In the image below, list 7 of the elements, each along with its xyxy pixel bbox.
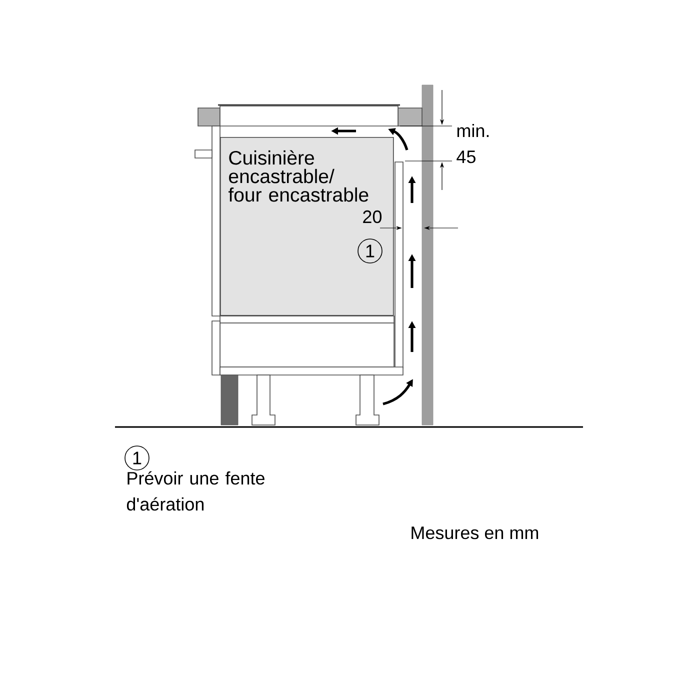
dimension-text: min. [457,124,489,137]
note-text: Prévoir une fente d'aération [126,471,264,511]
dimension-text: 45 [456,150,476,164]
callout-number: 1 [124,446,150,470]
callout-number: 1 [358,238,382,264]
units-note: Mesures en mm [412,526,538,540]
dimension-text: 20 [363,210,382,224]
